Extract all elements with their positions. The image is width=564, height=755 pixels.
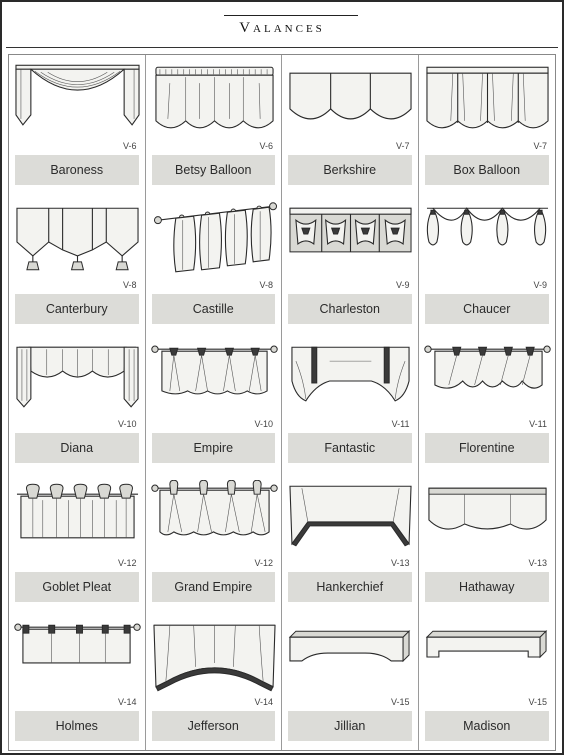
valance-card-betsy-balloon[interactable]: V-6 Betsy Balloon [146,55,282,194]
style-code: V-13 [528,558,547,568]
style-label: Empire [151,433,275,463]
valance-card-madison[interactable]: V-15 Madison [419,611,556,750]
valance-card-grand-empire[interactable]: V-12 Grand Empire [146,472,282,611]
canterbury-illustration [16,207,139,271]
style-code: V-15 [390,697,410,707]
style-label: Holmes [15,711,139,741]
betsy-balloon-illustration [154,66,274,129]
style-code: V-6 [259,141,273,151]
valance-card-chaucer[interactable]: V-9 Chaucer [419,194,556,333]
style-label: Diana [15,433,139,463]
style-code: V-9 [395,280,410,290]
page-header: Valances [6,2,558,48]
page-title: Valances [239,20,325,36]
style-code: V-6 [122,141,137,151]
grand-empire-illustration [150,480,278,536]
style-label: Jillian [288,711,412,741]
hankerchief-illustration [289,485,412,547]
valance-card-jillian[interactable]: V-15 Jillian [282,611,419,750]
style-code: V-10 [117,419,137,429]
style-label: Fantastic [288,433,412,463]
style-label: Baroness [15,155,139,185]
style-code: V-10 [254,419,273,429]
valance-card-hankerchief[interactable]: V-13 Hankerchief [282,472,419,611]
style-code: V-9 [533,280,547,290]
style-label: Hathaway [424,572,549,602]
holmes-illustration [14,623,141,664]
style-code: V-7 [533,141,547,151]
valance-card-charleston[interactable]: V-9 Charleston [282,194,419,333]
valance-card-box-balloon[interactable]: V-7 Box Balloon [419,55,556,194]
valance-card-baroness[interactable]: V-6 Baroness [9,55,146,194]
style-label: Madison [424,711,549,741]
berkshire-illustration [289,72,412,120]
style-label: Hankerchief [288,572,412,602]
style-label: Charleston [288,294,412,324]
style-code: V-15 [528,697,547,707]
valance-card-florentine[interactable]: V-11 Florentine [419,333,556,472]
valance-card-berkshire[interactable]: V-7 Berkshire [282,55,419,194]
style-label: Box Balloon [424,155,549,185]
jefferson-illustration [152,624,276,692]
valance-grid: V-6 Baroness V-6 Betsy Balloon V-7 Berks… [8,54,556,751]
box-balloon-illustration [425,66,549,129]
style-code: V-8 [259,280,273,290]
style-label: Chaucer [424,294,549,324]
valance-card-castille[interactable]: V-8 Castille [146,194,282,333]
style-code: V-11 [391,419,410,429]
style-label: Jefferson [151,711,275,741]
style-label: Berkshire [288,155,412,185]
valance-card-jefferson[interactable]: V-14 Jefferson [146,611,282,750]
header-rule [224,15,358,16]
style-code: V-14 [254,697,273,707]
hathaway-illustration [427,487,547,530]
style-code: V-7 [395,141,410,151]
style-code: V-11 [529,419,547,429]
empire-illustration [150,345,278,395]
chaucer-illustration [426,207,548,246]
charleston-illustration [289,207,412,253]
valance-card-canterbury[interactable]: V-8 Canterbury [9,194,146,333]
style-code: V-14 [117,697,137,707]
madison-illustration [425,630,547,659]
castille-illustration [153,202,277,273]
style-label: Castille [151,294,275,324]
jillian-illustration [288,630,411,663]
baroness-swag-illustration [15,64,140,126]
florentine-illustration [423,345,551,389]
style-label: Canterbury [15,294,139,324]
valance-card-empire[interactable]: V-10 Empire [146,333,282,472]
valance-card-hathaway[interactable]: V-13 Hathaway [419,472,556,611]
style-label: Goblet Pleat [15,572,139,602]
style-code: V-8 [122,280,137,290]
diana-illustration [16,346,139,408]
fantastic-illustration [291,346,410,402]
style-code: V-12 [254,558,273,568]
goblet-pleat-illustration [16,483,139,539]
valance-card-goblet-pleat[interactable]: V-12 Goblet Pleat [9,472,146,611]
style-label: Florentine [424,433,549,463]
style-code: V-13 [390,558,410,568]
style-label: Grand Empire [151,572,275,602]
style-code: V-12 [117,558,137,568]
valance-card-fantastic[interactable]: V-11 Fantastic [282,333,419,472]
valance-card-holmes[interactable]: V-14 Holmes [9,611,146,750]
style-label: Betsy Balloon [151,155,275,185]
valance-card-diana[interactable]: V-10 Diana [9,333,146,472]
